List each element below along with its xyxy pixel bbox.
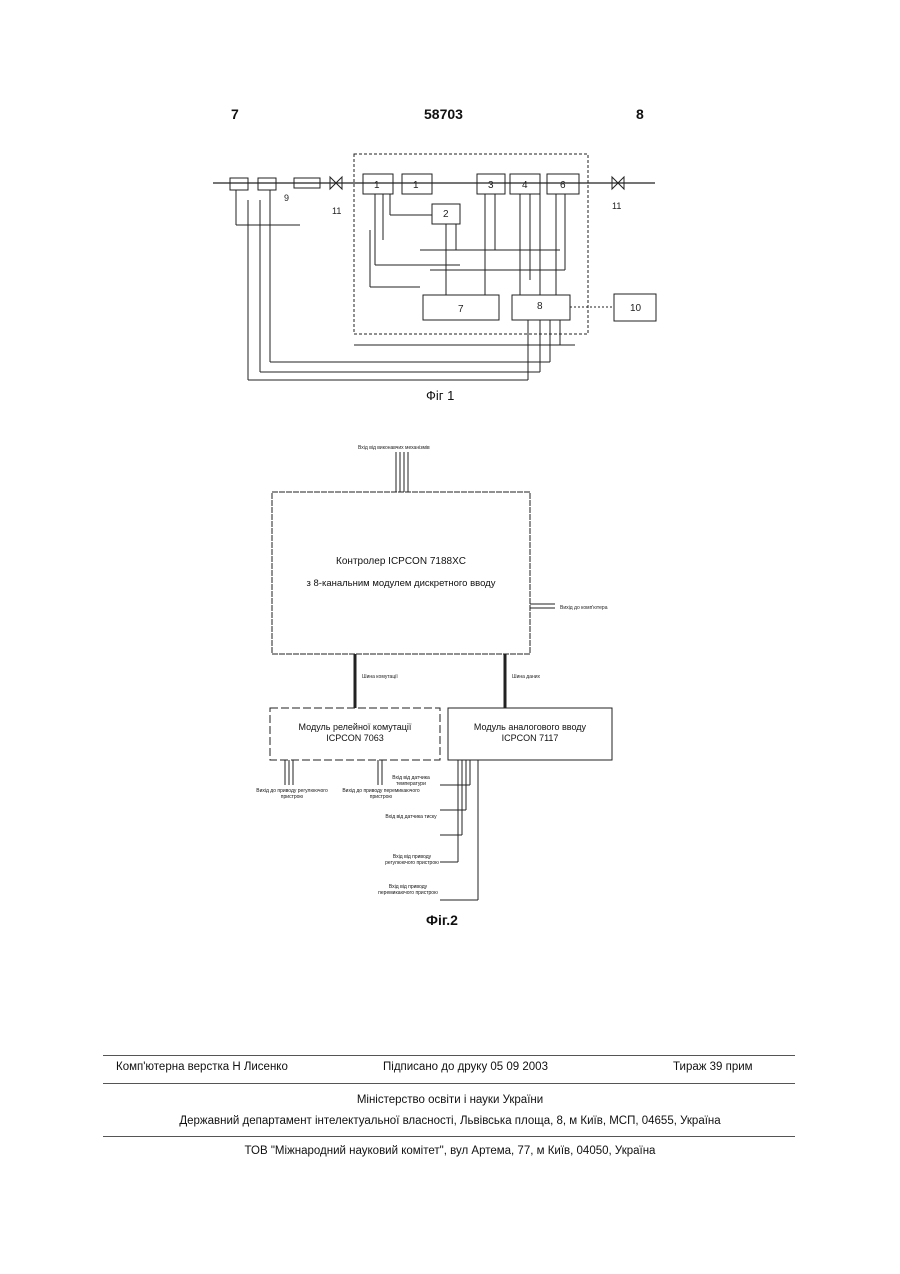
fig2-input-label: Вхід від приводу перемикаючого пристрою (372, 884, 444, 896)
fig2-output-label: Вихід до приводу перемикаючого пристрою (340, 788, 422, 800)
fig2-bus-left-label: Шина комутації (362, 674, 398, 680)
controller-subtitle: з 8-канальним модулем дискретного вводу (272, 578, 530, 589)
fig2-input-label: Вхід від датчика тиску (384, 814, 438, 820)
fig2-input-label: Вхід від датчика температури (384, 775, 438, 787)
footer-committee: ТОВ "Міжнародний науковий комітет", вул … (0, 1145, 900, 1157)
footer-department: Державний департамент інтелектуальної вл… (0, 1115, 900, 1127)
footer-ministry: Міністерство освіти і науки України (0, 1094, 900, 1106)
module-right-title: Модуль аналогового вводу (448, 722, 612, 732)
fig2-controller-side-label: Вихід до комп'ютера (560, 605, 608, 611)
module-right-model: ICPCON 7117 (448, 733, 612, 743)
figure-2-caption: Фіг.2 (426, 912, 458, 928)
footer-typesetting: Комп'ютерна верстка Н Лисенко (116, 1061, 288, 1073)
fig2-output-label: Вихід до приводу регулюючого пристрою (252, 788, 332, 800)
footer-signed: Підписано до друку 05 09 2003 (383, 1061, 548, 1073)
fig2-top-input-label: Вхід від виконавчих механізмів (358, 445, 430, 451)
fig2-bus-right-label: Шина даних (512, 674, 541, 680)
module-left-title: Модуль релейної комутації (270, 722, 440, 732)
fig2-input-label: Вхід від приводу регулюючого пристрою (382, 854, 442, 866)
module-left-model: ICPCON 7063 (270, 733, 440, 743)
footer-circulation: Тираж 39 прим (673, 1061, 753, 1073)
controller-title: Контролер ICPCON 7188XC (272, 556, 530, 567)
